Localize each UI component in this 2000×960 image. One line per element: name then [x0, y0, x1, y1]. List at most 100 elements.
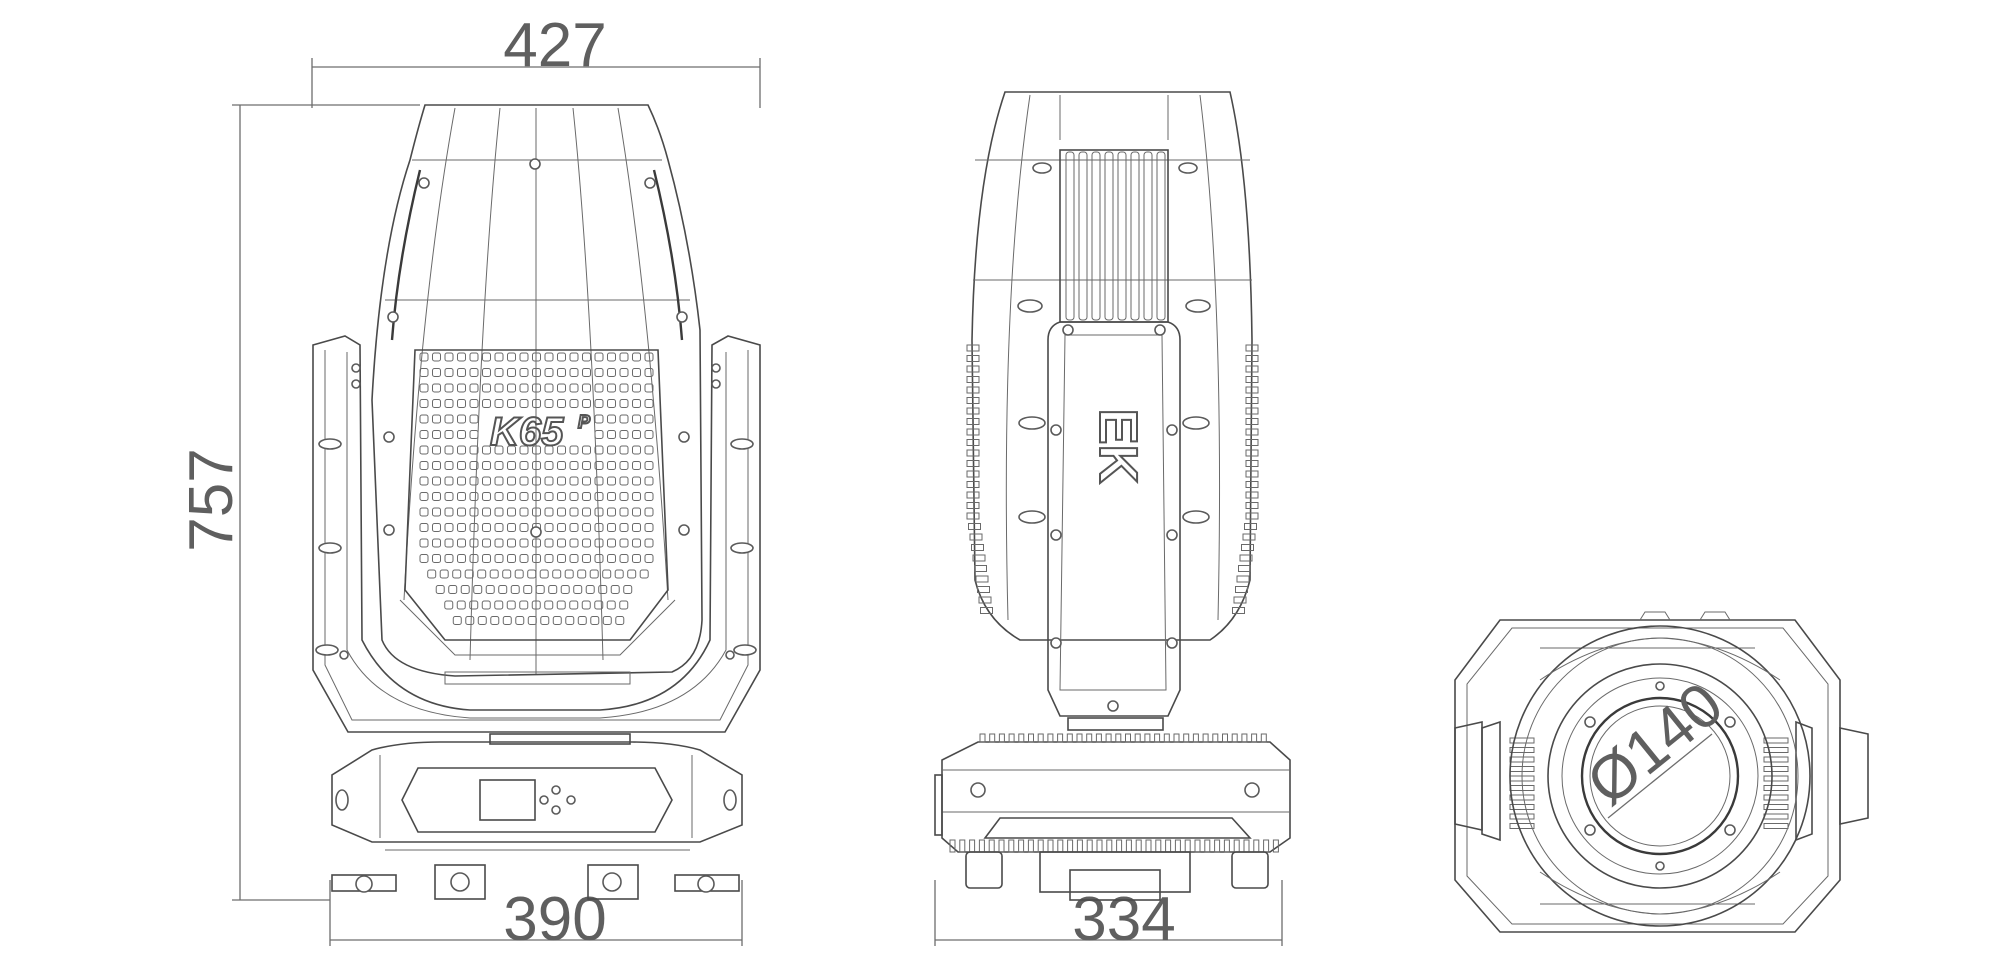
grille-hole: [632, 492, 641, 501]
vent-tooth: [974, 565, 987, 572]
grille-hole: [582, 368, 591, 377]
vent-tooth: [966, 481, 980, 488]
base-tooth: [1037, 733, 1044, 743]
grille-hole: [469, 492, 479, 501]
grille-hole: [494, 368, 504, 377]
grille-hole: [594, 383, 604, 393]
grille-hole: [540, 616, 550, 625]
base-tooth: [1018, 733, 1025, 743]
grille-hole: [419, 414, 429, 424]
base-tooth: [1105, 733, 1112, 743]
grille-hole: [582, 554, 591, 563]
grille-hole: [465, 616, 475, 625]
base-tooth: [1212, 733, 1219, 743]
grille-hole: [507, 445, 516, 455]
base-tooth: [998, 733, 1005, 743]
grille-hole: [532, 507, 541, 517]
grille-hole: [457, 476, 466, 486]
grille-hole: [531, 600, 541, 610]
grille-hole: [457, 538, 466, 548]
grille-hole: [594, 492, 604, 501]
grille-hole: [607, 368, 616, 377]
vent-tooth: [1245, 481, 1259, 488]
grille-hole: [419, 492, 429, 501]
grille-hole: [519, 600, 529, 610]
grille-hole: [607, 445, 616, 455]
grille-hole: [644, 430, 654, 439]
grille-hole: [619, 538, 629, 548]
grille-hole: [432, 430, 441, 439]
dimension-lines: [232, 58, 1283, 946]
grille-hole: [585, 585, 595, 594]
bottom-fin: [1027, 839, 1034, 853]
vent-tooth: [1245, 439, 1259, 446]
grille-hole: [485, 585, 495, 594]
grille-hole: [532, 368, 541, 377]
grille-hole: [432, 414, 441, 424]
grille-hole: [569, 538, 579, 548]
grille-hole: [532, 399, 541, 408]
side-rib: [1763, 823, 1789, 829]
grille-hole: [489, 569, 499, 579]
grille-hole: [632, 538, 641, 548]
base-tooth: [1086, 733, 1093, 743]
grille-hole: [569, 461, 579, 470]
grille-hole: [619, 430, 629, 439]
bottom-fin: [998, 839, 1005, 853]
bottom-fin: [1184, 839, 1191, 853]
grille-hole: [444, 383, 454, 393]
grille-hole: [527, 616, 537, 625]
bottom-fin: [1106, 839, 1113, 853]
base-tooth: [1047, 733, 1054, 743]
grille-hole: [544, 352, 554, 362]
side-rib: [1763, 813, 1789, 820]
grille-hole: [507, 492, 516, 501]
base-tooth: [1173, 733, 1180, 743]
grille-hole: [477, 616, 487, 625]
vent-tooth: [1245, 355, 1259, 362]
vent-tooth: [1245, 502, 1259, 509]
base-tooth: [1076, 733, 1083, 743]
grille-hole: [519, 507, 529, 517]
grille-hole: [482, 507, 491, 517]
bottom-fin: [1223, 839, 1230, 853]
grille-hole: [494, 399, 504, 408]
grille-hole: [452, 569, 462, 579]
grille-hole: [457, 507, 466, 517]
grille-hole: [507, 538, 516, 548]
grille-hole: [419, 523, 429, 532]
grille-hole: [557, 523, 566, 532]
grille-hole: [457, 554, 466, 563]
grille-hole: [444, 523, 454, 532]
vent-tooth: [966, 470, 980, 478]
grille-hole: [469, 368, 479, 377]
grille-hole: [482, 368, 491, 377]
vent-tooth: [1245, 386, 1259, 394]
bottom-fin: [1116, 839, 1123, 853]
grille-hole: [632, 461, 641, 470]
bottom-fin: [1272, 839, 1279, 853]
grille-hole: [469, 399, 479, 408]
grille-hole: [607, 383, 616, 393]
grille-hole: [632, 399, 641, 408]
bottom-fin: [1263, 839, 1270, 853]
grille-hole: [644, 445, 654, 455]
grille-hole: [469, 445, 479, 455]
grille-hole: [544, 507, 554, 517]
vent-tooth: [966, 439, 980, 446]
cooling-fin: [1130, 151, 1140, 321]
base-tooth: [979, 733, 986, 743]
bottom-fin: [1204, 839, 1211, 853]
grille-hole: [444, 600, 454, 610]
grille-hole: [507, 399, 516, 408]
vent-tooth: [966, 502, 980, 509]
grille-hole: [469, 507, 479, 517]
grille-hole: [557, 554, 566, 563]
front-view: K65 P: [312, 104, 761, 900]
vent-tooth: [966, 460, 980, 467]
grille-hole: [444, 399, 454, 408]
grille-hole: [457, 399, 466, 408]
grille-hole: [619, 476, 629, 486]
base-tooth: [1231, 733, 1238, 743]
vent-tooth: [1245, 376, 1259, 383]
